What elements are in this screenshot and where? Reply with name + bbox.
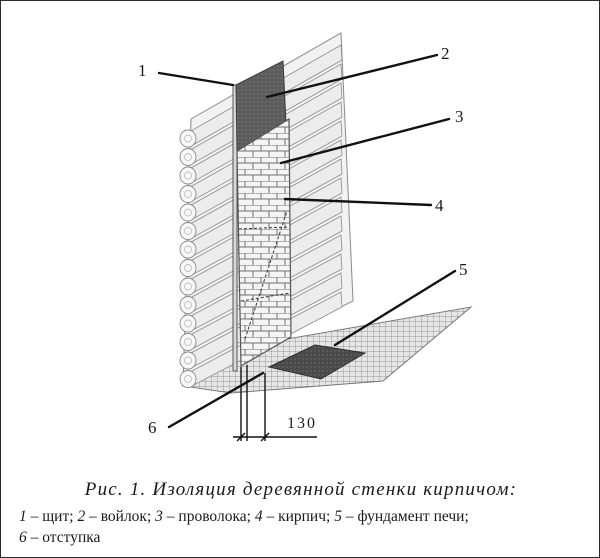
- wire: [238, 210, 291, 340]
- label-6: 6: [148, 418, 157, 437]
- legend-item-number: 5: [334, 508, 342, 525]
- legend-item-text: – отступка: [26, 529, 101, 546]
- label-2: 2: [441, 44, 450, 63]
- label-3: 3: [455, 107, 464, 126]
- dimension-lines: [233, 365, 317, 442]
- caption-title: Рис. 1. Изоляция деревянной стенки кирпи…: [84, 479, 518, 500]
- legend-item-text: – фундамент печи;: [341, 508, 469, 525]
- label-4: 4: [435, 196, 444, 215]
- leader-lines: [157, 53, 457, 429]
- legend-item: 3 – проволока;: [155, 508, 255, 525]
- legend-item-number: 2: [77, 508, 86, 525]
- label-1: 1: [138, 61, 147, 80]
- label-5: 5: [459, 260, 468, 279]
- legend-item-number: 6: [19, 529, 27, 546]
- stove-foundation: [267, 344, 367, 380]
- legend-item-number: 3: [155, 508, 163, 525]
- legend-item-number: 1: [19, 508, 27, 525]
- legend-item: 1 – щит;: [19, 508, 77, 525]
- legend-item-text: – щит;: [26, 508, 78, 525]
- legend-item-text: – войлок;: [85, 508, 156, 525]
- legend-item-text: – кирпич;: [262, 508, 335, 525]
- dimension-label: 130: [287, 415, 317, 432]
- legend-item: 6 – отступка: [19, 529, 100, 546]
- legend-item-text: – проволока;: [162, 508, 255, 525]
- legend-item: 4 – кирпич;: [255, 508, 334, 525]
- legend: 1 – щит; 2 – войлок; 3 – проволока; 4 – …: [19, 506, 589, 548]
- wall-insulation-diagram: 1 2 3 4 5 6 130: [138, 32, 473, 442]
- legend-item: 2 – войлок;: [77, 508, 155, 525]
- brick-wall: [236, 117, 292, 368]
- legend-item: 5 – фундамент печи;: [334, 508, 469, 525]
- legend-item-number: 4: [254, 508, 263, 525]
